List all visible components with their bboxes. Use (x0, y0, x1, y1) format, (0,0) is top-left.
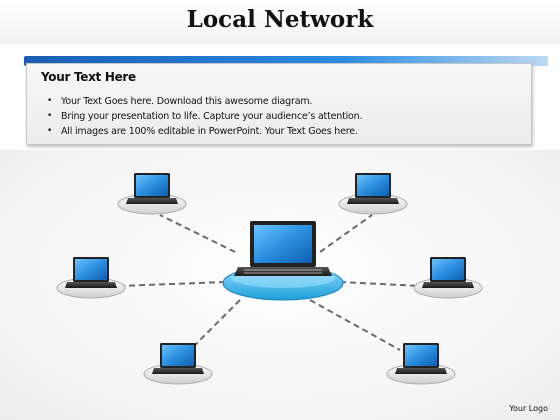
bullet-text: All images are 100% editable in PowerPoi… (61, 126, 358, 137)
laptop-icon (347, 173, 399, 204)
connector-lines (119, 214, 421, 351)
hub-laptop-group (222, 221, 344, 301)
bullet-item: • All images are 100% editable in PowerPo… (47, 124, 362, 139)
title-band (0, 0, 560, 44)
laptop-icon (234, 221, 332, 276)
text-box: Your Text Here • Your Text Goes here. Dow… (26, 63, 532, 145)
node-top-right (338, 173, 408, 215)
text-box-heading: Your Text Here (41, 70, 136, 84)
connector-line (189, 299, 241, 351)
connector-line (159, 214, 236, 253)
node-bottom-left (143, 343, 213, 385)
node-middle-right (413, 257, 483, 299)
accent-bar (24, 56, 548, 66)
connector-line (309, 299, 401, 351)
laptop-icon (65, 257, 117, 288)
laptop-icon (422, 257, 474, 288)
bullet-list: • Your Text Goes here. Download this awes… (47, 94, 363, 139)
bullet-item: • Bring your presentation to life. Captur… (47, 109, 363, 124)
bullet-text: Bring your presentation to life. Capture… (61, 111, 363, 122)
logo-text: Your Logo (509, 404, 548, 413)
connector-line (119, 281, 226, 287)
laptop-icon (395, 343, 447, 374)
bullet-icon: • (47, 111, 53, 121)
connector-line (319, 214, 373, 253)
node-top-left (117, 173, 187, 215)
laptop-icon (126, 173, 178, 204)
page-title: Local Network (186, 6, 374, 33)
connector-line (339, 281, 421, 287)
bullet-text: Your Text Goes here. Download this aweso… (61, 96, 313, 107)
node-middle-left (56, 257, 126, 299)
bullet-icon: • (47, 126, 53, 136)
bullet-icon: • (47, 96, 53, 106)
node-bottom-right (386, 343, 456, 385)
bullet-item: • Your Text Goes here. Download this awes… (47, 94, 362, 109)
laptop-icon (152, 343, 204, 374)
